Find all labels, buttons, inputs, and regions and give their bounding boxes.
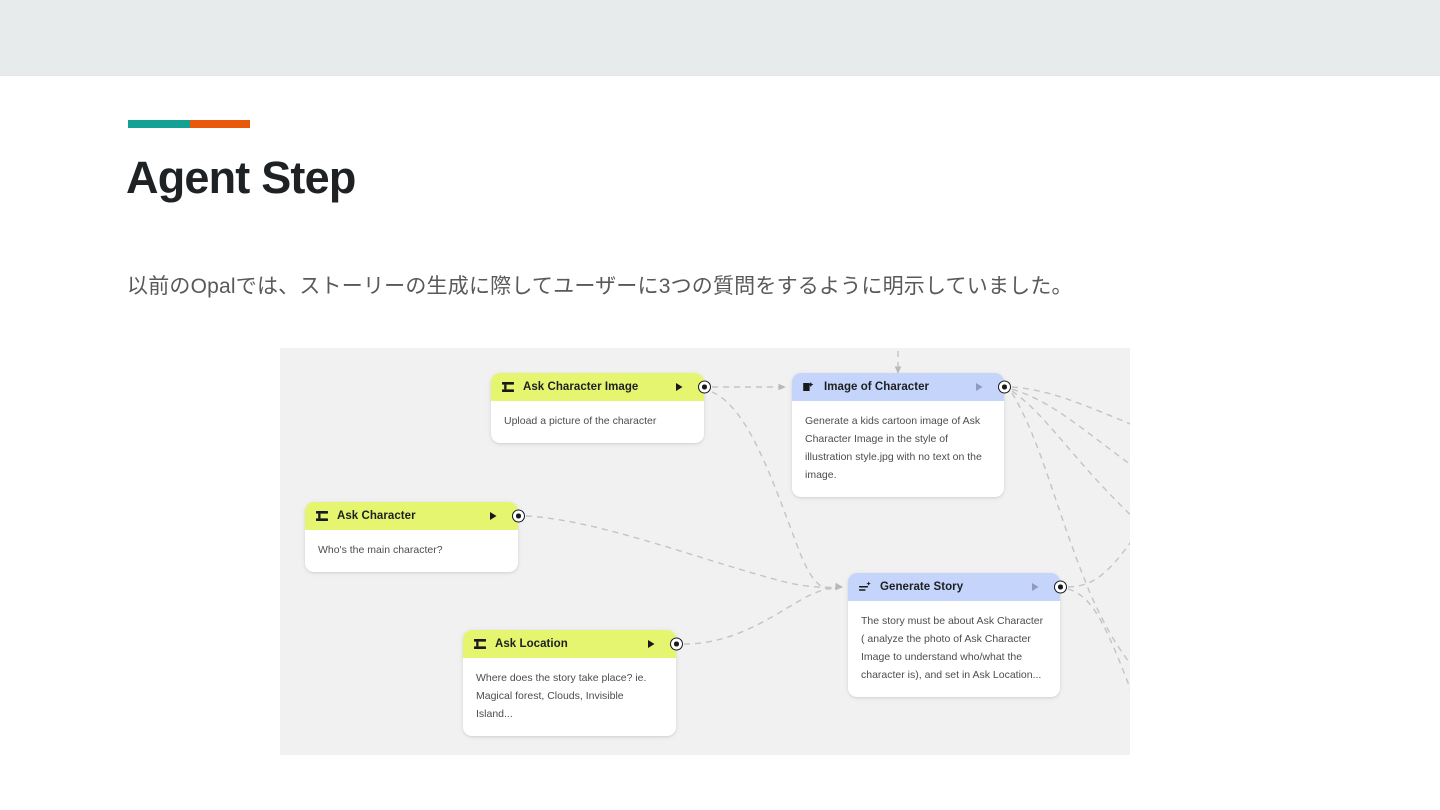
run-step-button[interactable] xyxy=(973,381,985,393)
accent-rule xyxy=(128,120,250,128)
run-step-button[interactable] xyxy=(645,638,657,650)
node-generate-story[interactable]: Generate Story The story must be about A… xyxy=(848,573,1067,698)
top-band xyxy=(0,0,1440,76)
node-header[interactable]: Image of Character xyxy=(792,373,1011,401)
node-header[interactable]: Generate Story xyxy=(848,573,1067,601)
run-step-button[interactable] xyxy=(487,510,499,522)
node-image-of-character[interactable]: Image of Character Generate a kids carto… xyxy=(792,373,1011,498)
node-body: Who's the main character? xyxy=(305,530,518,572)
output-port[interactable] xyxy=(698,380,711,394)
node-header[interactable]: Ask Character xyxy=(305,502,525,530)
node-body: Where does the story take place? ie. Mag… xyxy=(463,658,676,736)
run-step-button[interactable] xyxy=(673,381,685,393)
node-title: Ask Character Image xyxy=(523,381,639,393)
node-body: The story must be about Ask Character ( … xyxy=(848,601,1060,697)
node-body-text: Where does the story take place? ie. Mag… xyxy=(476,672,647,721)
node-title: Image of Character xyxy=(824,381,930,393)
input-form-icon xyxy=(473,637,487,651)
node-body-text: Who's the main character? xyxy=(318,544,443,556)
node-title: Ask Character xyxy=(337,510,416,522)
output-port[interactable] xyxy=(1054,580,1067,594)
node-body: Upload a picture of the character xyxy=(491,401,704,443)
node-ask-location[interactable]: Ask Location Where does the story take p… xyxy=(463,630,683,737)
node-ask-character[interactable]: Ask Character Who's the main character? xyxy=(305,502,525,573)
input-form-icon xyxy=(501,380,515,394)
output-port[interactable] xyxy=(998,380,1011,394)
node-ask-character-image[interactable]: Ask Character Image Upload a picture of … xyxy=(491,373,711,444)
accent-segment-teal xyxy=(128,120,190,128)
node-header[interactable]: Ask Location xyxy=(463,630,683,658)
page-subtitle: 以前のOpalでは、ストーリーの生成に際してユーザーに3つの質問をするように明示… xyxy=(127,275,1073,298)
output-port[interactable] xyxy=(512,509,525,523)
output-port[interactable] xyxy=(670,637,683,651)
page-title: Agent Step xyxy=(126,152,356,203)
generate-text-icon xyxy=(858,580,872,594)
node-title: Ask Location xyxy=(495,638,568,650)
input-form-icon xyxy=(315,509,329,523)
node-body-text: The story must be about Ask Character ( … xyxy=(861,615,1044,682)
image-generate-icon xyxy=(802,380,816,394)
node-header[interactable]: Ask Character Image xyxy=(491,373,711,401)
node-body-text: Upload a picture of the character xyxy=(504,415,657,427)
node-body: Generate a kids cartoon image of Ask Cha… xyxy=(792,401,1004,497)
node-body-text: Generate a kids cartoon image of Ask Cha… xyxy=(805,415,982,482)
node-title: Generate Story xyxy=(880,581,964,593)
flow-canvas[interactable]: Ask Character Image Upload a picture of … xyxy=(280,348,1130,755)
run-step-button[interactable] xyxy=(1029,581,1041,593)
accent-segment-orange xyxy=(190,120,250,128)
